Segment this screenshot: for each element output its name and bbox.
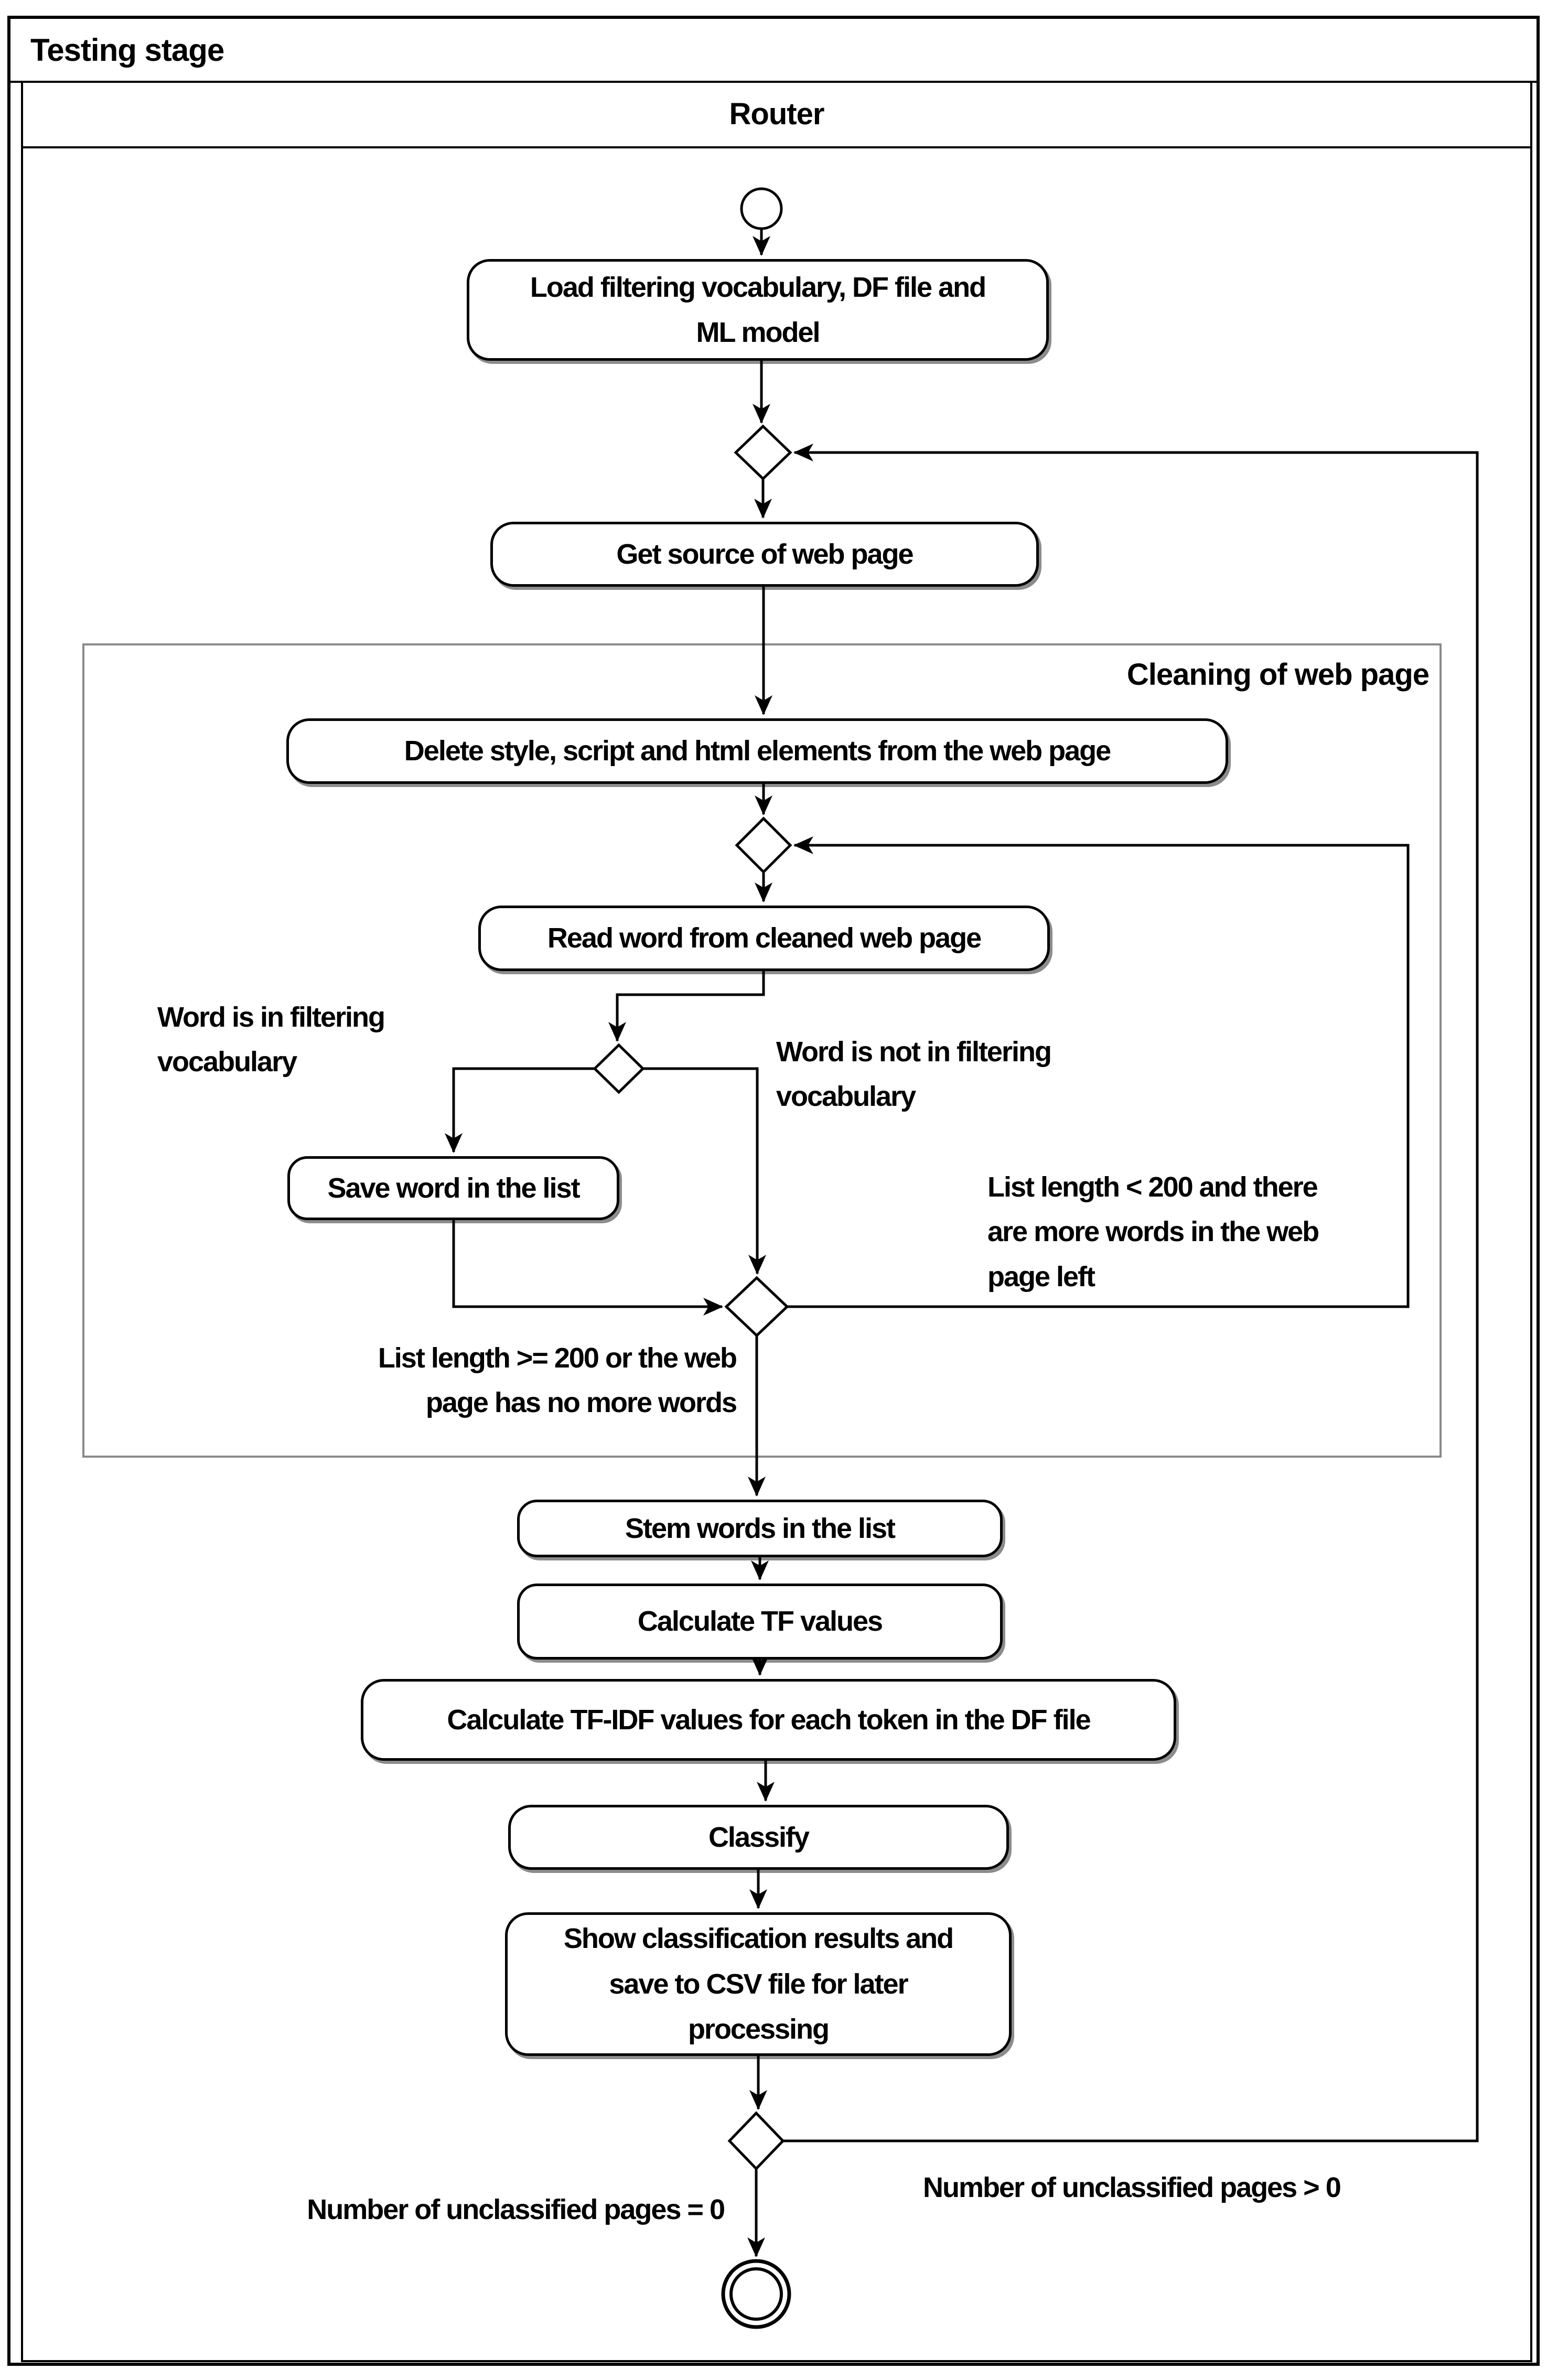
region-title: Cleaning of web page (1126, 658, 1430, 692)
edge-read-to-decision3 (608, 971, 765, 1042)
decision1-diamond (734, 424, 792, 481)
frame-title: Testing stage (30, 32, 224, 68)
action-load-vocabulary: Load filtering vocabulary, DF file and M… (467, 259, 1049, 361)
action-save-word: Save word in the list (287, 1156, 619, 1220)
decision3-diamond (593, 1043, 645, 1094)
edge-merge-loop-to-decision2 (787, 836, 1410, 1308)
action-read-word: Read word from cleaned web page (478, 906, 1050, 971)
merge-diamond (724, 1276, 789, 1338)
edge-decision4-loop-to-decision1 (783, 444, 1479, 2142)
action-delete-elements: Delete style, script and html elements f… (286, 718, 1228, 784)
action-stem-words: Stem words in the list (517, 1500, 1003, 1557)
label-list-length-lt-200: List length < 200 and there are more wor… (987, 1171, 1319, 1293)
frame-title-bar: Testing stage (10, 19, 1537, 83)
label-pages-eq-0: Number of unclassified pages = 0 (307, 2194, 725, 2225)
action-calculate-tf: Calculate TF values (517, 1584, 1003, 1660)
swimlane-title: Router (729, 97, 825, 131)
label-word-in-vocabulary: Word is in filtering vocabulary (157, 1001, 385, 1078)
action-classify: Classify (508, 1805, 1009, 1870)
edge-decision3-to-merge (643, 1067, 766, 1275)
final-node-inner (729, 2267, 783, 2321)
label-word-not-in-vocabulary: Word is not in filtering vocabulary (776, 1036, 1052, 1113)
activity-frame: Testing stage (7, 16, 1540, 2366)
region-cleaning: Cleaning of web page (82, 643, 1442, 1458)
decision4-diamond (727, 2111, 785, 2171)
swimlane-router: Router (21, 82, 1532, 2362)
action-get-source: Get source of web page (490, 522, 1039, 587)
swimlane-header: Router (23, 82, 1530, 148)
action-calculate-tfidf: Calculate TF-IDF values for each token i… (361, 1679, 1176, 1761)
decision2-diamond (735, 816, 792, 874)
start-node (740, 187, 783, 230)
edge-save-to-merge (452, 1220, 723, 1316)
label-pages-gt-0: Number of unclassified pages > 0 (923, 2172, 1341, 2203)
edge-decision3-to-save (445, 1067, 595, 1153)
action-show-results: Show classification results and save to … (505, 1912, 1012, 2056)
label-list-length-ge-200: List length >= 200 or the web page has n… (378, 1342, 737, 1419)
